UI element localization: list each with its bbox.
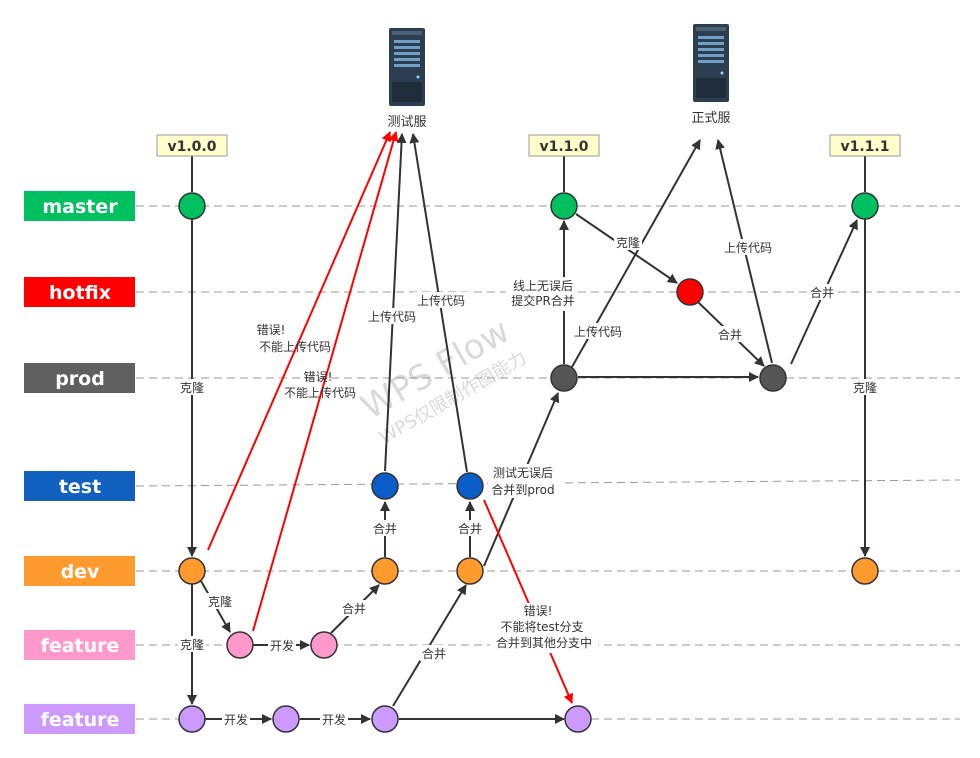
label-merge-hotfix-prod: 合并 [718,327,742,342]
lane-dev-box [24,556,135,586]
edge-error-dev-upload [207,131,391,551]
node-master-1[interactable] [178,192,206,220]
label-merge-dev-test2: 合并 [458,521,482,536]
node-test-2[interactable] [456,472,484,500]
label-error1-line1: 错误! [257,323,286,337]
label-clone-master2-dev: 克隆 [853,380,877,395]
guide-test [135,479,961,487]
label-develop-feature1: 开发 [270,638,294,653]
node-feature2-3[interactable] [371,705,399,733]
label-merge-dev-test1: 合并 [373,521,397,536]
node-feature2-4[interactable] [564,705,592,733]
label-upload-prod2: 上传代码 [724,240,772,255]
label-upload-test2: 上传代码 [417,293,465,308]
node-test-1[interactable] [371,472,399,500]
edge-error-feature-upload [252,131,399,632]
node-feature2-2[interactable] [272,705,300,733]
label-clone-dev-feature1: 克隆 [208,594,232,609]
node-master-3[interactable] [851,192,879,220]
nodes [178,192,879,733]
version-v100-label: v1.0.0 [168,139,217,155]
lane-labels: master hotfix prod test dev feature feat… [24,191,135,734]
server-prod-icon [693,24,729,102]
server-prod: 正式服 [691,24,731,126]
label-online-line2: 提交PR合并 [511,293,575,308]
server-test-icon [389,28,425,106]
version-v111-label: v1.1.1 [841,139,890,155]
label-upload-test1: 上传代码 [368,309,416,324]
lane-feature2-label: feature [41,709,120,731]
lane-test-box [24,471,135,501]
node-feature1-2[interactable] [310,631,338,659]
edge-labels: 克隆 克隆 克隆 开发 合并 合并 合并 上传代码 上传代码 开发 开发 合并 … [178,234,879,727]
label-error3-line3: 合并到其他分支中 [496,635,592,650]
lane-test-label: test [59,476,101,498]
lane-hotfix-label: hotfix [49,282,111,304]
label-error2-line1: 错误! [304,370,333,384]
node-prod-2[interactable] [759,364,787,392]
edge-error-test-merge [483,499,574,704]
version-v110-label: v1.1.0 [540,139,589,155]
label-merge-feature2-dev: 合并 [422,646,446,661]
node-dev-4[interactable] [851,557,879,585]
label-tested-line1: 测试无误后 [493,465,553,480]
node-dev-2[interactable] [371,557,399,585]
label-develop-feature2-1: 开发 [224,712,248,727]
server-prod-label: 正式服 [691,111,730,126]
version-v100-box [156,134,228,157]
label-merge-feature1-dev: 合并 [342,601,366,616]
lane-prod-box [24,363,135,393]
node-master-2[interactable] [550,192,578,220]
label-online-line1: 线上无误后 [513,279,573,293]
version-v110-box [528,134,600,157]
node-feature1-1[interactable] [226,631,254,659]
node-prod-1[interactable] [550,364,578,392]
version-tags: v1.0.0 v1.1.0 v1.1.1 [156,134,901,192]
lane-feature1-label: feature [41,635,120,657]
lane-prod-label: prod [55,368,105,390]
node-feature2-1[interactable] [178,705,206,733]
label-error1-line2: 不能上传代码 [259,339,331,354]
edge-test1-upload [384,133,407,472]
node-dev-3[interactable] [456,557,484,585]
watermark: WPS Flow WPS仅限制作图能力 [355,311,531,448]
label-upload-prod: 上传代码 [574,324,622,339]
label-error3-line1: 错误! [524,604,553,618]
label-error3-line2: 不能将test分支 [500,620,583,634]
version-v111-box [829,134,901,157]
server-test-label: 测试服 [387,115,426,130]
server-test: 测试服 [387,28,427,130]
label-develop-feature2-2: 开发 [322,712,346,727]
lane-master-label: master [42,196,118,218]
lane-feature2-box [24,704,135,734]
error-edges [207,131,574,704]
label-merge-prod-master: 合并 [810,285,834,300]
label-clone-dev-feature2: 克隆 [180,637,204,652]
label-tested-line2: 合并到prod [491,482,554,497]
label-error2-line2: 不能上传代码 [284,385,356,400]
node-hotfix[interactable] [676,278,704,306]
node-dev-1[interactable] [178,557,206,585]
lane-master-box [24,191,135,221]
lane-dev-label: dev [61,561,100,583]
lane-hotfix-box [24,277,135,307]
label-clone-master-dev: 克隆 [180,380,204,395]
lane-feature1-box [24,630,135,660]
label-clone-master-hotfix: 克隆 [616,235,640,250]
